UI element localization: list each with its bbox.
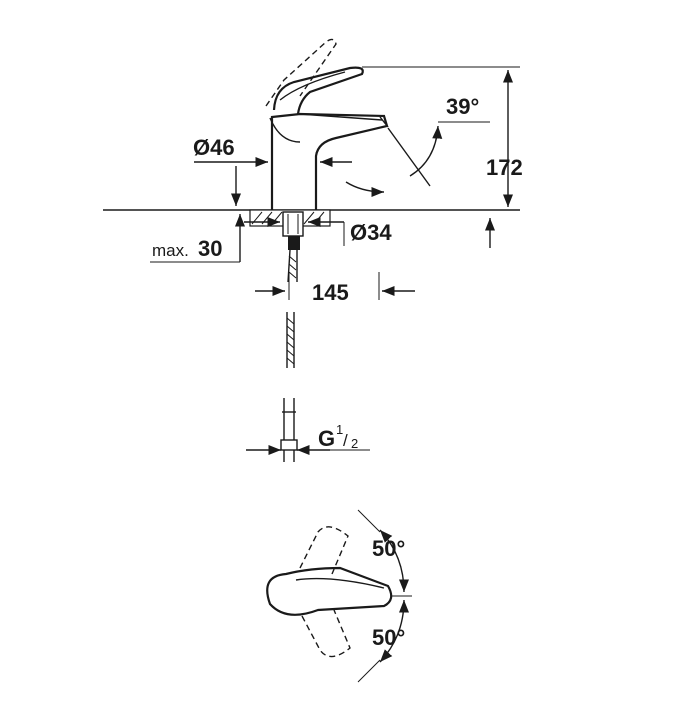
thread-num: 1 bbox=[336, 422, 343, 437]
hose-braid-middle bbox=[286, 317, 295, 365]
lever-top-view bbox=[266, 566, 393, 616]
lever-detail bbox=[279, 71, 346, 101]
spout-top bbox=[299, 113, 383, 121]
nut bbox=[288, 236, 300, 250]
mounting-stud bbox=[282, 211, 304, 237]
lever-handle bbox=[272, 66, 364, 115]
max30-prefix: max. bbox=[152, 241, 189, 260]
top-view: 50° 50° bbox=[266, 509, 412, 683]
hose-braid-upper bbox=[288, 255, 297, 279]
angle-arc bbox=[409, 125, 443, 177]
lever-arc bbox=[269, 117, 301, 143]
rot-right-label: 50° bbox=[372, 625, 405, 650]
thread-den: 2 bbox=[351, 436, 358, 451]
angle-label: 39° bbox=[446, 94, 479, 119]
lever-raised-ghost bbox=[265, 38, 337, 107]
rot-ext-bottom bbox=[357, 659, 381, 683]
angle-line bbox=[387, 127, 431, 187]
hose-upper bbox=[287, 249, 298, 283]
lever-right-ghost bbox=[301, 609, 351, 658]
connector-tail bbox=[283, 450, 295, 462]
lever-top-detail bbox=[295, 577, 385, 589]
dia34-label: Ø34 bbox=[350, 220, 392, 245]
max30-value: 30 bbox=[198, 236, 222, 261]
hose-lower bbox=[283, 398, 295, 440]
faucet-body bbox=[270, 112, 389, 210]
rot-left-label: 50° bbox=[372, 536, 405, 561]
hose-connection: G 1 / 2 bbox=[246, 312, 370, 462]
reach-label: 145 bbox=[312, 280, 349, 305]
thread-main: G bbox=[318, 426, 335, 451]
angle-arc-lower bbox=[345, 181, 385, 198]
thread-slash: / bbox=[343, 431, 348, 450]
height-label: 172 bbox=[486, 155, 523, 180]
connector-nut bbox=[280, 439, 298, 451]
mounting-assembly bbox=[249, 209, 331, 283]
rot-ext-top bbox=[357, 509, 381, 533]
rot-arc-upper bbox=[379, 529, 410, 593]
lever-left-ghost bbox=[299, 526, 349, 575]
side-view: 172 39° Ø46 Ø34 m bbox=[103, 38, 523, 305]
aerator bbox=[379, 116, 389, 128]
dia46-label: Ø46 bbox=[193, 135, 235, 160]
rot-arc-lower bbox=[379, 599, 410, 663]
